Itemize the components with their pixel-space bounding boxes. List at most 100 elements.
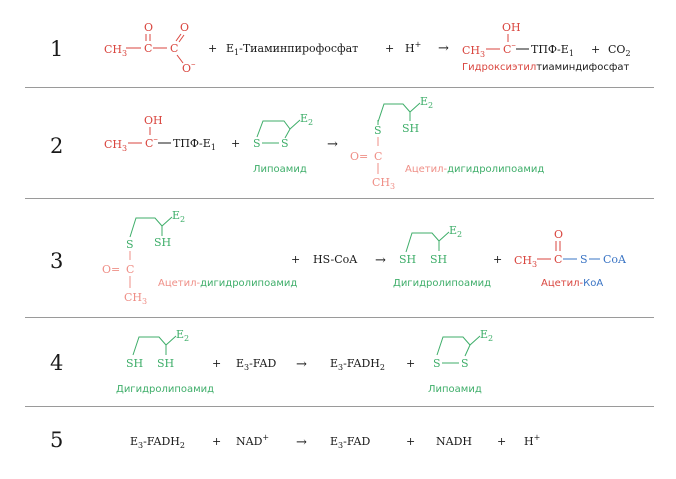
- plus-1c: +: [591, 43, 600, 56]
- nad-plus: NAD+: [236, 433, 269, 448]
- svg-text:ТПФ-E1: ТПФ-E1: [173, 137, 216, 152]
- e1-thiamine-pyrophosphate: E1-Тиаминпирофосфат: [226, 42, 358, 57]
- svg-text:C–: C–: [145, 135, 158, 150]
- lipoamide-4: E2 S S: [433, 328, 493, 370]
- step-number-1: 1: [50, 37, 63, 61]
- caption-hydroxyethyl: Гидроксиэтил: [462, 62, 537, 73]
- lipoamide-2: E2 S S: [253, 112, 313, 150]
- svg-text:E2: E2: [172, 209, 185, 224]
- svg-text:OH: OH: [144, 114, 163, 127]
- plus-1b: +: [385, 42, 394, 55]
- e3-fad-5: E3-FAD: [330, 435, 370, 450]
- arrow-2: →: [327, 137, 338, 152]
- step-number-2: 2: [50, 134, 63, 158]
- caption-dihydrolipoamide-3: дигидролипоамид: [200, 278, 298, 289]
- plus-4a: +: [212, 357, 221, 370]
- svg-text:C: C: [144, 42, 152, 55]
- svg-text:E2: E2: [176, 328, 189, 343]
- svg-text:S: S: [281, 137, 289, 150]
- caption-acetyl-coa-b: КоА: [583, 278, 604, 289]
- svg-text:E2: E2: [449, 224, 462, 239]
- plus-3b: +: [493, 253, 502, 266]
- svg-text:SH: SH: [402, 122, 419, 135]
- svg-text:CH3: CH3: [124, 291, 147, 306]
- arrow-4: →: [296, 357, 307, 372]
- svg-text:SH: SH: [126, 357, 143, 370]
- dihydrolipoamide-caption-4: Дигидролипоамид: [116, 384, 215, 395]
- arrow-1: →: [438, 41, 449, 56]
- acetyl-dihydrolipoamide-caption-3: Ацетил-дигидролипоамид: [158, 278, 297, 289]
- svg-text:C: C: [170, 42, 178, 55]
- dihydrolipoamide-3: E2 SH SH: [399, 224, 462, 266]
- lipoamide-caption-2: Липоамид: [253, 164, 307, 175]
- svg-text:E2: E2: [420, 95, 433, 110]
- acetyl-dihydrolipoamide-caption-2: Ацетил-дигидролипоамид: [405, 164, 544, 175]
- plus-3a: +: [291, 253, 300, 266]
- svg-text:O: O: [144, 21, 153, 34]
- acetyl-coa: O CH3 C S CoA: [514, 228, 627, 269]
- separator-2: [25, 198, 654, 199]
- svg-text:S: S: [253, 137, 261, 150]
- svg-text:CoA: CoA: [603, 253, 627, 266]
- svg-text:C: C: [126, 263, 134, 276]
- svg-text:OH: OH: [502, 21, 521, 34]
- plus-5a: +: [212, 435, 221, 448]
- svg-text:SH: SH: [157, 357, 174, 370]
- plus-5b: +: [406, 435, 415, 448]
- step-number-5: 5: [50, 428, 63, 452]
- separator-3: [25, 317, 654, 318]
- svg-text:S: S: [461, 357, 469, 370]
- step-number-4: 4: [50, 351, 63, 375]
- hydroxyethyl-tpp-caption: Гидроксиэтилтиаминдифосфат: [462, 62, 629, 73]
- svg-text:S: S: [433, 357, 441, 370]
- svg-text:CH3: CH3: [372, 176, 395, 191]
- hydroxyethyl-tpp: OH CH3 C– ТПФ-E1: [462, 21, 574, 59]
- svg-text:CH3: CH3: [462, 44, 485, 59]
- caption-thiamine-diphosphate: тиаминдифосфат: [536, 62, 630, 73]
- acetyl-dihydrolipoamide-2: E2 S SH O= C CH3: [350, 95, 433, 191]
- hydroxyethyl-tpp-2: OH CH3 C– ТПФ-E1: [104, 114, 216, 153]
- pyruvate: CH3 C O C O O–: [104, 21, 196, 75]
- plus-4b: +: [406, 357, 415, 370]
- separator-1: [25, 87, 654, 88]
- e3-fad-4: E3-FAD: [236, 357, 276, 372]
- nadh: NADH: [436, 435, 472, 448]
- svg-text:CH3: CH3: [104, 138, 127, 153]
- caption-acetyl: Ацетил-: [405, 164, 448, 175]
- coenzyme-a: HS-CoA: [313, 253, 358, 266]
- step-number-3: 3: [50, 249, 63, 273]
- svg-text:O: O: [554, 228, 563, 241]
- svg-text:CH3: CH3: [104, 43, 127, 58]
- proton-1: H+: [405, 40, 421, 55]
- svg-text:C–: C–: [503, 41, 516, 56]
- acetyl-dihydrolipoamide-3: E2 S SH O= C CH3: [102, 209, 185, 306]
- pyruvate-bonds: [126, 33, 185, 64]
- svg-text:SH: SH: [154, 236, 171, 249]
- caption-acetyl-3: Ацетил-: [158, 278, 201, 289]
- svg-text:ТПФ-E1: ТПФ-E1: [531, 43, 574, 58]
- plus-1a: +: [208, 42, 217, 55]
- caption-acetyl-coa-a: Ацетил-: [541, 278, 584, 289]
- caption-dihydrolipoamide: дигидролипоамид: [447, 164, 545, 175]
- dihydrolipoamide-caption-3: Дигидролипоамид: [393, 278, 492, 289]
- svg-text:C: C: [554, 253, 562, 266]
- svg-text:SH: SH: [399, 253, 416, 266]
- arrow-3: →: [375, 253, 386, 268]
- svg-text:CH3: CH3: [514, 254, 537, 269]
- lipoamide-caption-4: Липоамид: [428, 384, 482, 395]
- svg-text:O: O: [180, 21, 189, 34]
- svg-text:C: C: [374, 150, 382, 163]
- svg-text:S: S: [374, 124, 382, 137]
- plus-5c: +: [497, 435, 506, 448]
- svg-text:SH: SH: [430, 253, 447, 266]
- e3-fadh2-4: E3-FADH2: [330, 357, 385, 372]
- svg-text:O=: O=: [102, 263, 120, 276]
- proton-5: H+: [524, 433, 540, 448]
- plus-2a: +: [231, 137, 240, 150]
- svg-text:O–: O–: [182, 60, 196, 75]
- separator-4: [25, 406, 654, 407]
- acetyl-coa-bonds: [537, 241, 600, 260]
- svg-text:O=: O=: [350, 150, 368, 163]
